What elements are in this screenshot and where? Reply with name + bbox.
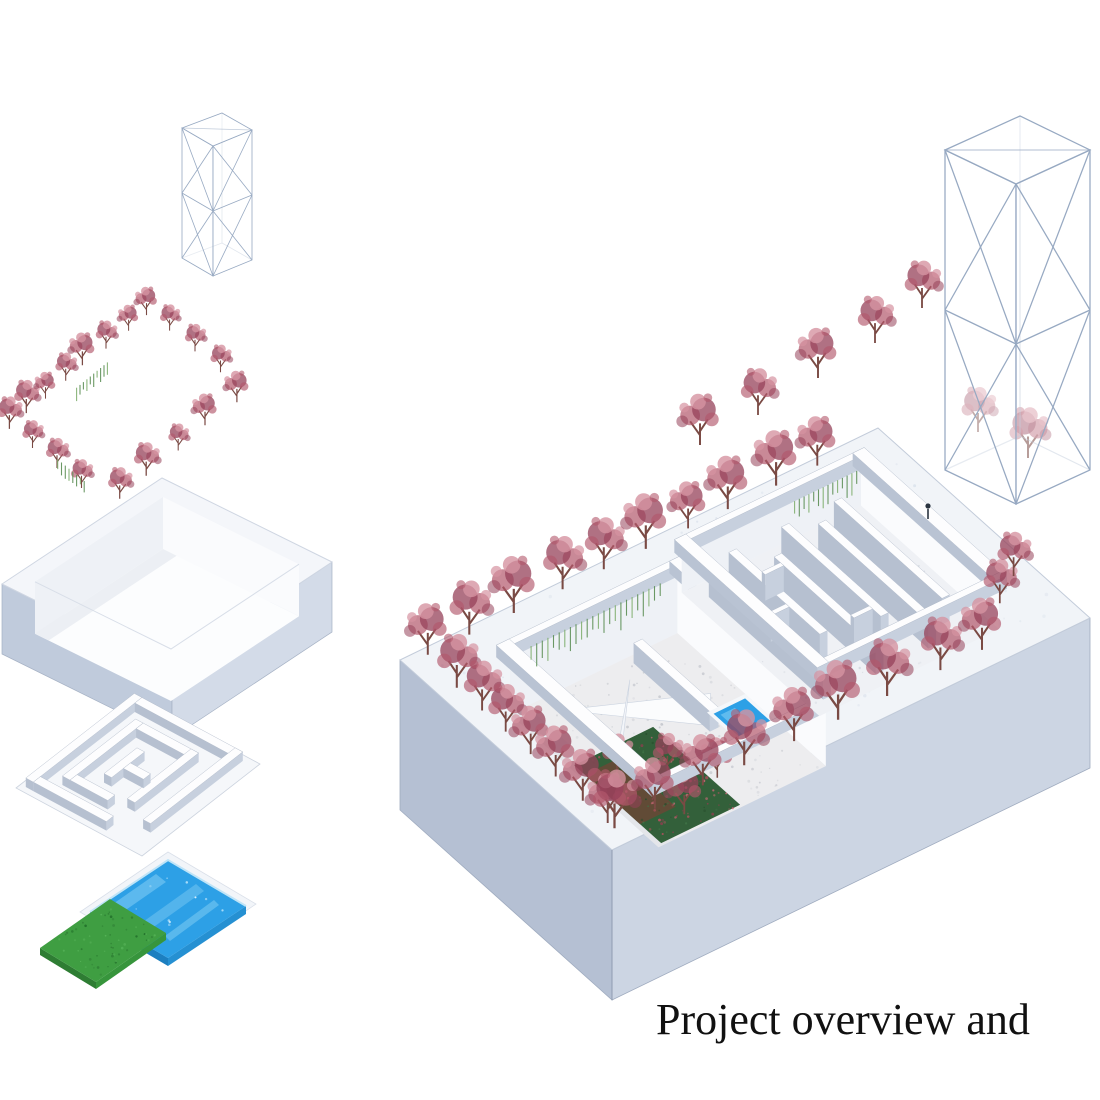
wall (761, 562, 785, 575)
truss-member (212, 194, 253, 212)
wall (32, 776, 114, 822)
blossom-tree (133, 441, 163, 477)
exploded-basin (0, 477, 334, 739)
truss-member (181, 127, 253, 131)
caption: Project overview and (656, 995, 1030, 1044)
truss-member (944, 309, 1017, 345)
wireframe-tower (943, 115, 1092, 505)
truss-member (181, 192, 214, 212)
blossom-tree (740, 366, 781, 416)
truss-member (181, 192, 214, 277)
exploded-grass (40, 899, 166, 989)
blossom-tree (45, 437, 72, 469)
blossom-tree (184, 323, 209, 352)
exploded-wireframe-tower (181, 112, 253, 277)
blossom-tree (675, 392, 720, 446)
blossom-tree (167, 422, 192, 452)
blossom-tree (132, 285, 158, 316)
blossom-tree (856, 294, 898, 344)
truss-member (1019, 435, 1091, 471)
truss-member (221, 242, 253, 261)
truss-member (212, 210, 253, 261)
grass-plane (40, 899, 166, 982)
wall (69, 774, 116, 801)
truss-member (181, 127, 214, 212)
blossom-tree (221, 369, 249, 403)
wall (142, 747, 244, 824)
wall (126, 748, 199, 803)
blossom-tree (189, 392, 218, 426)
truss-member (1015, 309, 1091, 345)
assembled-model (399, 115, 1092, 1001)
basin-floor (35, 549, 299, 701)
blossom-tree (209, 343, 234, 373)
wall (103, 747, 145, 778)
wall (833, 497, 950, 599)
exploded-stack (0, 112, 334, 989)
maze-courtyard (674, 447, 1008, 717)
blossom-tree (95, 319, 120, 350)
exploded-tree-ring (0, 285, 249, 500)
blossom-tree (21, 419, 46, 449)
truss-member (944, 309, 1017, 505)
truss-member (1015, 183, 1091, 311)
blossom-tree (159, 303, 183, 332)
blossom-tree (107, 466, 135, 500)
blossom-tree (116, 304, 139, 332)
truss-member (1015, 343, 1091, 471)
blossom-tree (70, 458, 96, 489)
truss-member (944, 149, 1017, 345)
wall (674, 533, 830, 668)
wall (123, 762, 151, 780)
wall (850, 605, 874, 619)
blossom-tree (903, 259, 945, 309)
exploded-maze-walls (15, 693, 261, 857)
person-figure (925, 503, 931, 509)
blossom-tree (0, 395, 26, 430)
blossom-tree (793, 326, 838, 379)
blossom-tree (54, 351, 80, 382)
truss-member (212, 145, 253, 196)
